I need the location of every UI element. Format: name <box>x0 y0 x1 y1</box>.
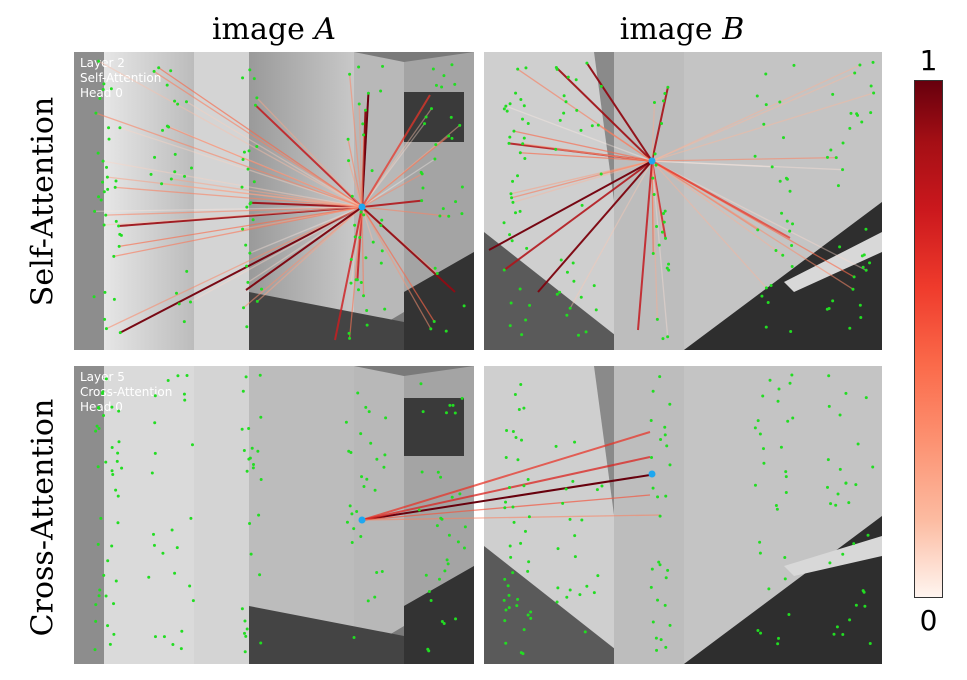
column-title-letter: A <box>314 12 337 47</box>
colorbar-max-label: 1 <box>919 44 938 77</box>
image-b-cross-attention-panel <box>484 366 882 664</box>
column-title-prefix: image <box>211 12 315 47</box>
layer-label: Layer 5 <box>80 370 125 384</box>
attention-type-label: Cross-Attention <box>80 385 173 399</box>
column-title-image-b: image B <box>532 12 832 47</box>
attention-colorbar <box>914 80 943 598</box>
attention-type-label: Self-Attention <box>80 71 162 85</box>
image-b-self-attention-panel <box>484 52 882 350</box>
row-title-self-attention: Self-Attention <box>25 96 61 307</box>
head-label: Head 0 <box>80 400 123 414</box>
head-label: Head 0 <box>80 86 123 100</box>
attention-info-overlay: Layer 5 Cross-Attention Head 0 <box>80 370 172 415</box>
column-title-prefix: image <box>619 12 723 47</box>
scene-image <box>484 366 882 664</box>
image-a-cross-attention-panel: Layer 5 Cross-Attention Head 0 <box>74 366 474 664</box>
layer-label: Layer 2 <box>80 56 125 70</box>
column-title-letter: B <box>722 12 745 47</box>
row-title-cross-attention: Cross-Attention <box>25 398 61 637</box>
image-a-self-attention-panel: Layer 2 Self-Attention Head 0 <box>74 52 474 350</box>
attention-info-overlay: Layer 2 Self-Attention Head 0 <box>80 56 161 101</box>
column-title-image-a: image A <box>124 12 424 47</box>
colorbar-min-label: 0 <box>919 604 938 637</box>
scene-image <box>484 52 882 350</box>
